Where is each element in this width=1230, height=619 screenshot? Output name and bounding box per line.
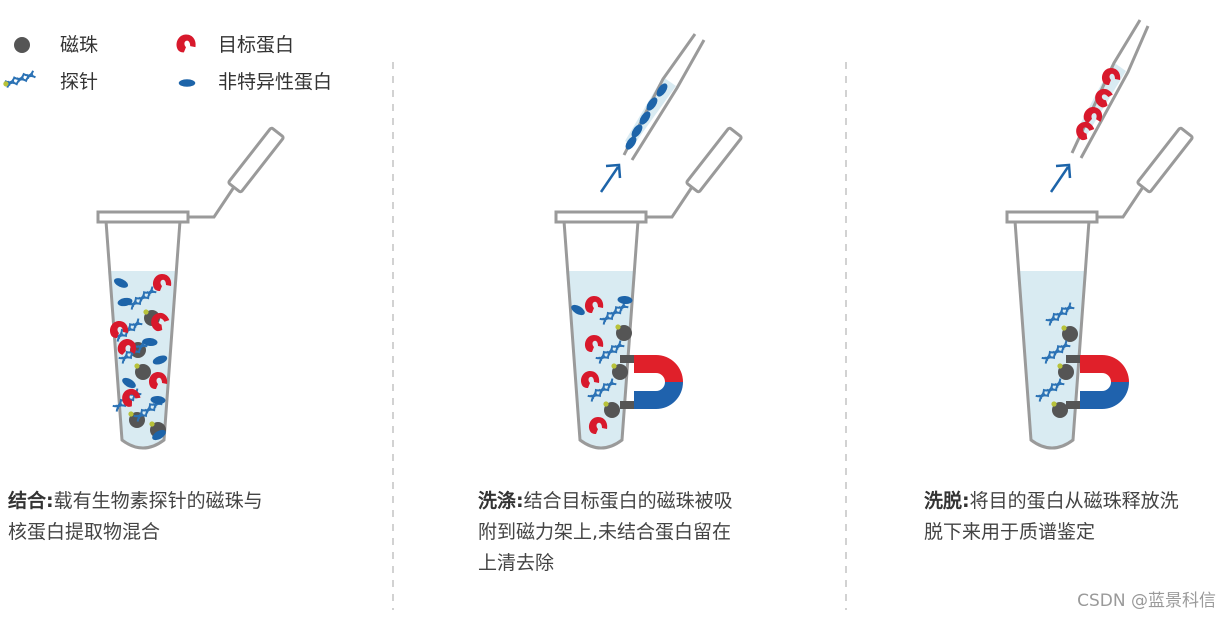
legend-probe-label: 探针 (60, 71, 99, 93)
tube-2-lid-strap (646, 186, 694, 219)
legend-target-protein-icon (176, 34, 196, 53)
caption-binding-line-1: 载有生物素探针的磁珠与 (53, 490, 263, 512)
caption-elution-line-2: 脱下来用于质谱鉴定 (924, 521, 1096, 543)
caption-washing-line-3: 上清去除 (478, 552, 555, 574)
legend-nonspecific-protein-icon (178, 79, 196, 87)
legend-nonspecific-protein-label: 非特异性蛋白 (218, 71, 333, 93)
tube-2-body (562, 219, 640, 450)
tube-3-lid (1136, 126, 1194, 194)
tube-1-body (104, 219, 182, 450)
tube-1-lid-strap (188, 186, 236, 219)
tube-binding (96, 126, 285, 450)
target-protein (176, 34, 196, 53)
watermark: CSDN @蓝景科信 (1077, 591, 1216, 611)
probe (3, 69, 37, 89)
caption-washing-line-2: 附到磁力架上,未结合蛋白留在 (478, 521, 732, 543)
tube-washing (554, 33, 743, 450)
nonspecific-protein (178, 79, 196, 87)
tube-1-rim (96, 210, 190, 224)
caption-binding: 结合:载有生物素探针的磁珠与 核蛋白提取物混合 (8, 486, 388, 548)
tube-1-lid (227, 126, 285, 194)
legend-bead-label: 磁珠 (60, 34, 99, 56)
tube-3-body (1013, 219, 1091, 450)
legend-target-protein-label: 目标蛋白 (218, 34, 295, 56)
tube-elution (1005, 19, 1194, 450)
caption-washing-title: 洗涤: (478, 490, 524, 512)
arrow-up-icon-1 (599, 163, 622, 193)
caption-elution-title: 洗脱: (924, 490, 970, 512)
tube-2-rim (554, 210, 648, 224)
legend-probe-icon (3, 69, 37, 89)
legend-bead-icon (14, 37, 30, 53)
tube-3-lid-strap (1097, 186, 1145, 219)
caption-binding-title: 结合: (8, 490, 54, 512)
arrow-up-icon-2 (1049, 163, 1072, 193)
caption-binding-line-2: 核蛋白提取物混合 (8, 521, 161, 543)
tube-2-lid (685, 126, 743, 194)
tube-3-rim (1005, 210, 1099, 224)
caption-washing: 洗涤:结合目标蛋白的磁珠被吸 附到磁力架上,未结合蛋白留在 上清去除 (478, 486, 838, 579)
caption-elution: 洗脱:将目的蛋白从磁珠释放洗 脱下来用于质谱鉴定 (924, 486, 1224, 548)
caption-washing-line-1: 结合目标蛋白的磁珠被吸 (523, 490, 733, 512)
caption-elution-line-1: 将目的蛋白从磁珠释放洗 (969, 490, 1179, 512)
magnet-1 (620, 355, 683, 409)
